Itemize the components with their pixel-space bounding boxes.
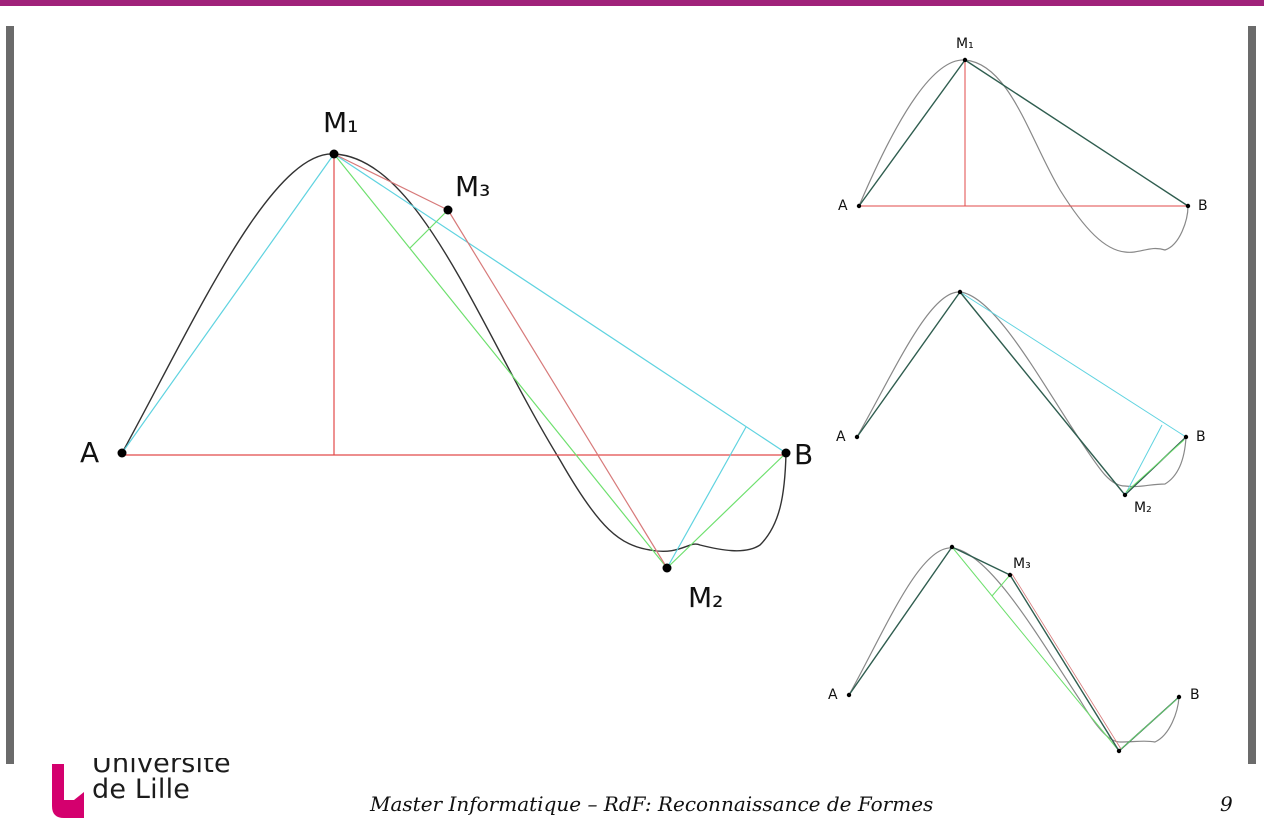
step3-point-M2 xyxy=(1116,748,1122,754)
step3-diagram: A B M₃ xyxy=(828,544,1200,754)
main-curve xyxy=(121,153,787,553)
step2-M1-M2 xyxy=(959,291,1126,496)
step1-M1-B xyxy=(964,59,1189,207)
step2-point-A xyxy=(854,434,860,440)
right-edge-bar xyxy=(1248,26,1256,764)
step3-label-B: B xyxy=(1190,687,1200,703)
main-point-A xyxy=(117,448,127,458)
step3-M3-M2-red xyxy=(1011,573,1122,750)
main-M1-B xyxy=(333,153,787,454)
step2-label-M2: M₂ xyxy=(1134,500,1152,516)
step1-curve xyxy=(858,59,1189,253)
step1-A-M1 xyxy=(858,59,966,207)
step3-point-M3 xyxy=(1007,572,1013,578)
step3-M2-B-green xyxy=(1120,698,1178,750)
main-M2-B xyxy=(666,452,787,569)
main-label-M3: M₃ xyxy=(455,170,490,203)
step1-label-A: A xyxy=(838,198,848,214)
step2-M2-B-green xyxy=(1125,439,1185,493)
left-edge-bar xyxy=(6,26,14,764)
step1-label-B: B xyxy=(1198,198,1208,214)
step1-point-B xyxy=(1185,203,1191,209)
university-logo-text: Université de Lille xyxy=(92,758,231,804)
main-perp-M2-cyan xyxy=(666,426,747,569)
main-M3-M2 xyxy=(447,209,668,569)
main-point-M3 xyxy=(443,205,453,215)
step2-point-B xyxy=(1183,434,1189,440)
step2-A-M1 xyxy=(856,291,961,438)
logo-line2: de Lille xyxy=(92,774,191,805)
step2-point-M1 xyxy=(957,289,963,295)
main-label-A: A xyxy=(80,436,99,469)
main-point-M2 xyxy=(662,563,672,573)
main-point-M1 xyxy=(329,149,339,159)
step2-label-B: B xyxy=(1196,429,1206,445)
step2-diagram: A B M₂ xyxy=(836,289,1206,516)
main-perp-M3 xyxy=(409,209,449,249)
step2-perp-M2 xyxy=(1124,424,1163,496)
step2-point-M2 xyxy=(1122,492,1128,498)
main-M1-M2 xyxy=(333,153,668,569)
step3-perp-M3 xyxy=(991,574,1011,597)
step3-point-A xyxy=(846,692,852,698)
main-label-B: B xyxy=(794,438,813,471)
step1-diagram: A B M₁ xyxy=(838,36,1208,253)
step1-point-M1 xyxy=(962,57,968,63)
top-accent-bar xyxy=(0,0,1264,6)
main-M1-M3 xyxy=(333,153,449,211)
step3-point-B xyxy=(1176,694,1182,700)
university-logo-mark xyxy=(52,764,84,818)
step3-M1-M3 xyxy=(951,546,1011,576)
step2-curve xyxy=(856,291,1187,488)
step3-label-A: A xyxy=(828,687,838,703)
main-label-M2: M₂ xyxy=(688,581,723,614)
step2-label-A: A xyxy=(836,429,846,445)
main-diagram: A B M₁ M₃ M₂ xyxy=(80,106,813,614)
step2-M1-B-cyan xyxy=(959,291,1187,438)
step3-M3-M2 xyxy=(1009,574,1120,752)
main-A-M1 xyxy=(121,153,335,454)
main-point-B xyxy=(781,448,791,458)
logo-line1: Université xyxy=(92,758,231,776)
footer-course-title: Master Informatique – RdF: Reconnaissanc… xyxy=(370,792,934,816)
step1-point-A xyxy=(856,203,862,209)
page-number: 9 xyxy=(1220,792,1233,816)
step3-label-M3: M₃ xyxy=(1013,556,1031,572)
main-label-M1: M₁ xyxy=(323,106,358,139)
step1-label-M1: M₁ xyxy=(956,36,974,52)
step3-M1-M2-green xyxy=(951,546,1120,752)
step3-curve xyxy=(848,547,1180,743)
step3-point-M1 xyxy=(949,544,955,550)
step3-A-M1 xyxy=(848,546,953,696)
